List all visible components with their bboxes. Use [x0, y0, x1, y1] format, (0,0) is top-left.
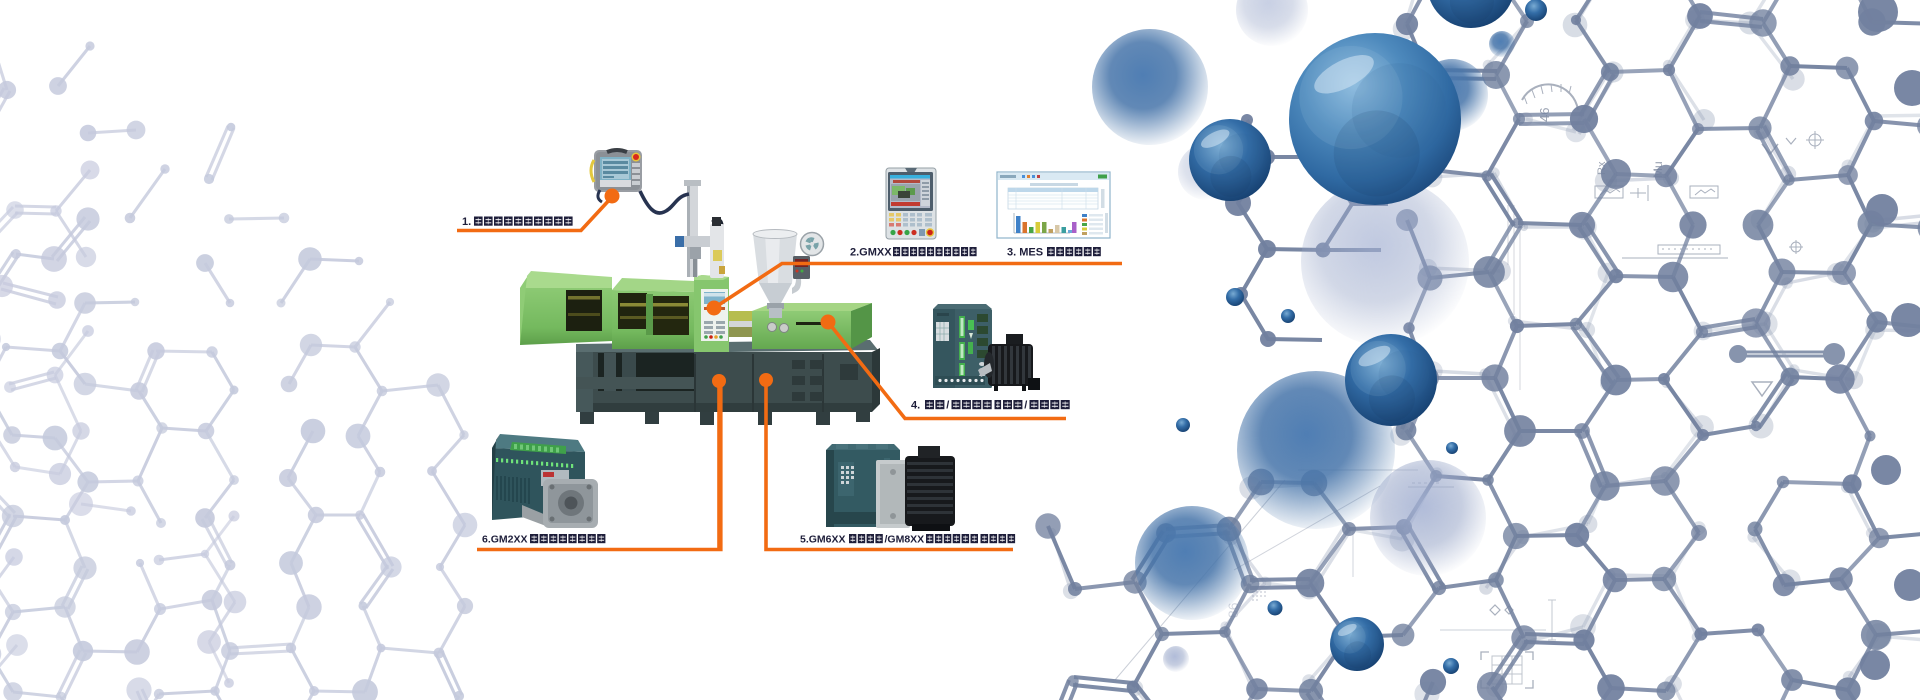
svg-text:/: / — [1024, 399, 1027, 411]
svg-text:1.: 1. — [462, 216, 471, 228]
svg-text:5.GM6XX: 5.GM6XX — [800, 533, 846, 545]
svg-text:6.GM2XX: 6.GM2XX — [482, 533, 528, 545]
svg-text:4.: 4. — [911, 399, 920, 411]
svg-text:/: / — [946, 399, 949, 411]
svg-text:3. MES: 3. MES — [1007, 246, 1043, 258]
svg-text:/GM8XX: /GM8XX — [885, 533, 925, 545]
svg-text:2.GMXX: 2.GMXX — [850, 246, 892, 258]
